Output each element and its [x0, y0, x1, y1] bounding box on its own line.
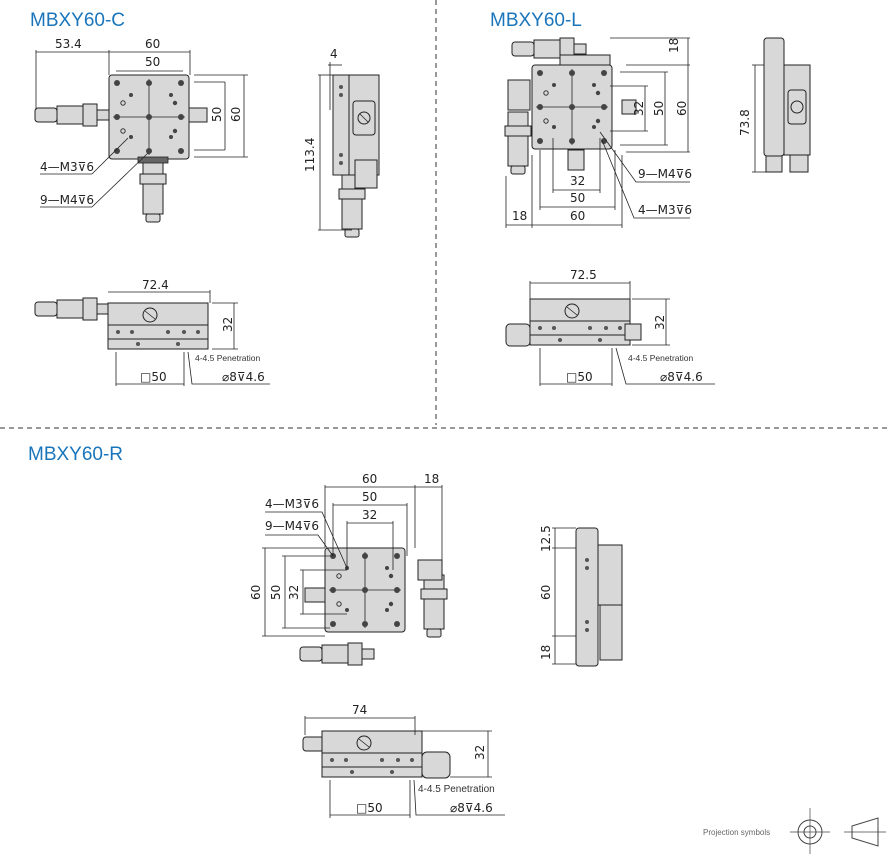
counterbore-l: ⌀8⊽4.6	[660, 370, 703, 384]
dim-l-bottom-50: 50	[570, 191, 585, 205]
dim-r-12-5: 12.5	[539, 525, 553, 552]
dim-r-60: 60	[362, 472, 377, 486]
dim-r-left-32: 32	[287, 585, 301, 600]
callout-c-m3: 4—M3⊽6	[40, 160, 94, 174]
penetration-r: 4-4.5 Penetration	[418, 784, 495, 795]
c-top-view: 53.4 60 50 50 60 4—M3⊽6 9—M4⊽6	[34, 37, 248, 223]
dim-r-left-60: 60	[249, 585, 263, 600]
l-top-view: 18 32 50 60 32 50 60 18 9—M4⊽6 4—M3⊽6	[504, 37, 692, 228]
callout-l-m4: 9—M4⊽6	[638, 167, 692, 181]
dim-c-113-4: 113.4	[303, 138, 317, 172]
r-top-view: 60 18 50 32 4—M3⊽6 9—M4⊽6 60 50 32	[249, 472, 448, 666]
projection-circle-symbol	[790, 808, 830, 854]
dim-r-50: 50	[362, 490, 377, 504]
section-title-l: MBXY60-L	[490, 10, 582, 31]
r-side-view: 12.5 60 18	[539, 525, 623, 667]
callout-r-m4: 9—M4⊽6	[265, 519, 319, 533]
dim-r-74: 74	[352, 703, 367, 717]
dim-r-side-60: 60	[539, 585, 553, 600]
callout-l-m3: 4—M3⊽6	[638, 203, 692, 217]
dim-r-32-front: 32	[473, 745, 487, 760]
l-side-view: 73.8	[738, 37, 811, 173]
section-title-c: MBXY60-C	[30, 10, 125, 31]
dim-c-72-4: 72.4	[142, 278, 169, 292]
dim-l-72-5: 72.5	[570, 268, 597, 282]
dim-l-bottom-60: 60	[570, 209, 585, 223]
c-side-view: 4 113.4	[303, 47, 380, 238]
counterbore-r: ⌀8⊽4.6	[450, 801, 493, 815]
projection-cone-symbol	[844, 817, 886, 847]
r-front-view: 74 32 4-4.5 Penetration □50 ⌀8⊽4.6	[302, 703, 505, 818]
dim-c-60: 60	[145, 37, 160, 51]
dim-l-50: 50	[652, 101, 666, 116]
dim-r-18: 18	[424, 472, 439, 486]
callout-c-m4: 9—M4⊽6	[40, 193, 94, 207]
penetration-c: 4-4.5 Penetration	[195, 353, 260, 363]
square-r: □50	[356, 801, 383, 815]
dim-l-18-top: 18	[667, 38, 681, 53]
dim-l-60: 60	[675, 101, 689, 116]
dim-l-18-left: 18	[512, 209, 527, 223]
l-front-view: 72.5 32 4-4.5 Penetration □50 ⌀8⊽4.6	[505, 268, 715, 386]
counterbore-c: ⌀8⊽4.6	[222, 370, 265, 384]
penetration-l: 4-4.5 Penetration	[628, 353, 693, 363]
square-l: □50	[566, 370, 593, 384]
dim-l-32: 32	[632, 101, 646, 116]
dim-c-50: 50	[145, 55, 160, 69]
dim-c-60-v: 60	[229, 107, 243, 122]
dim-c-32: 32	[221, 317, 235, 332]
section-title-r: MBXY60-R	[28, 444, 123, 465]
projection-symbols-label: Projection symbols	[703, 828, 770, 837]
dim-r-left-50: 50	[269, 585, 283, 600]
dim-r-side-18: 18	[539, 645, 553, 660]
dim-l-73-8: 73.8	[738, 109, 752, 136]
dim-c-50-v: 50	[210, 107, 224, 122]
dim-l-32-front: 32	[653, 315, 667, 330]
c-front-view: 72.4 32 4-4.5 Penetration □50 ⌀8⊽4.6	[34, 278, 270, 386]
square-c: □50	[140, 370, 167, 384]
dim-l-bottom-32: 32	[570, 174, 585, 188]
dim-c-4: 4	[330, 47, 338, 61]
callout-r-m3: 4—M3⊽6	[265, 497, 319, 511]
dim-c-53-4: 53.4	[55, 37, 82, 51]
dim-r-32: 32	[362, 508, 377, 522]
